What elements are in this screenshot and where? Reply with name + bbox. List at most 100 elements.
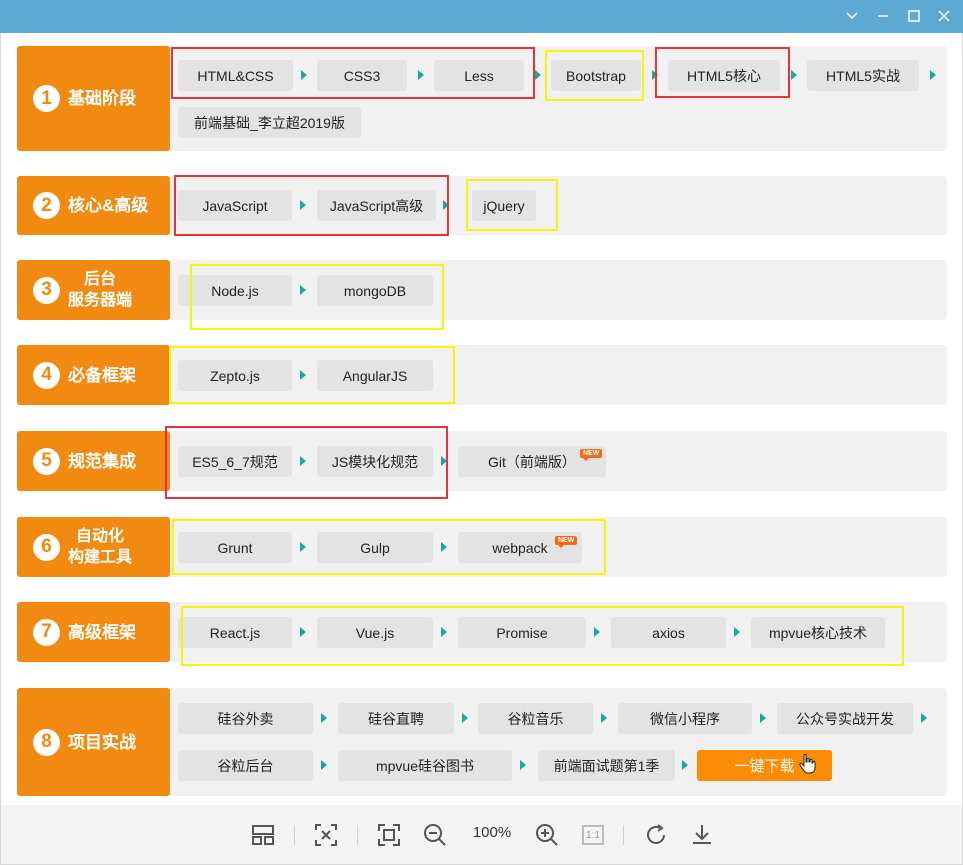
- arrow-icon: [321, 713, 327, 723]
- course-chip[interactable]: mongoDB: [317, 275, 433, 306]
- stage-title: 自动化 构建工具: [68, 526, 132, 568]
- project-chip[interactable]: 谷粒音乐: [478, 703, 593, 734]
- stage-3-label: 3 后台 服务器端: [17, 260, 170, 320]
- arrow-icon: [441, 627, 447, 637]
- layout-icon[interactable]: [249, 821, 277, 849]
- course-chip[interactable]: JavaScript高级: [317, 190, 436, 221]
- arrow-icon: [601, 713, 607, 723]
- minimize-button[interactable]: [871, 4, 895, 28]
- course-chip[interactable]: axios: [611, 617, 726, 648]
- course-chip[interactable]: 前端基础_李立超2019版: [178, 107, 361, 138]
- arrow-icon: [300, 627, 306, 637]
- arrow-icon: [652, 70, 658, 80]
- course-chip[interactable]: Promise: [458, 617, 586, 648]
- arrow-icon: [300, 370, 306, 380]
- arrow-icon: [760, 713, 766, 723]
- download-icon[interactable]: [688, 821, 716, 849]
- stage-title: 规范集成: [68, 451, 136, 471]
- zoom-in-icon[interactable]: [533, 821, 561, 849]
- stage-8-label: 8 项目实战: [17, 688, 170, 796]
- fullscreen-icon[interactable]: [375, 821, 403, 849]
- course-chip[interactable]: mpvue核心技术: [751, 617, 885, 648]
- project-chip[interactable]: 公众号实战开发: [777, 703, 913, 734]
- row-3-background: [17, 260, 947, 320]
- project-chip[interactable]: 微信小程序: [618, 703, 752, 734]
- stage-4-label: 4 必备框架: [17, 345, 170, 405]
- course-chip[interactable]: AngularJS: [317, 360, 433, 391]
- stage-title-line: 服务器端: [68, 292, 133, 309]
- course-chip[interactable]: Vue.js: [317, 617, 433, 648]
- stage-number: 5: [33, 447, 60, 475]
- fit-window-icon[interactable]: [312, 821, 340, 849]
- roadmap-content: [0, 33, 963, 805]
- arrow-icon: [301, 70, 307, 80]
- stage-2-label: 2 核心&高级: [17, 176, 170, 235]
- arrow-icon: [930, 70, 936, 80]
- stage-number: 8: [33, 728, 60, 756]
- course-chip[interactable]: CSS3: [317, 60, 407, 91]
- stage-7-label: 7 高级框架: [17, 602, 170, 662]
- toolbar-separator: [623, 825, 624, 845]
- close-button[interactable]: [932, 4, 956, 28]
- stage-title: 项目实战: [68, 732, 136, 752]
- chevron-down-icon[interactable]: [840, 4, 864, 28]
- stage-number: 1: [33, 85, 60, 112]
- toolbar-separator: [357, 825, 358, 845]
- arrow-icon: [300, 200, 306, 210]
- stage-number: 7: [33, 618, 60, 646]
- project-chip[interactable]: mpvue硅谷图书: [338, 750, 512, 781]
- course-chip[interactable]: React.js: [178, 617, 292, 648]
- arrow-icon: [594, 627, 600, 637]
- stage-title: 核心&高级: [68, 196, 149, 215]
- maximize-button[interactable]: [902, 4, 926, 28]
- course-chip[interactable]: Node.js: [178, 275, 292, 306]
- stage-title: 基础阶段: [68, 89, 136, 108]
- course-chip[interactable]: Less: [434, 60, 524, 91]
- zoom-out-icon[interactable]: [421, 821, 449, 849]
- arrow-icon: [791, 70, 797, 80]
- project-chip[interactable]: 前端面试题第1季: [538, 750, 675, 781]
- viewer-toolbar: 100% 1:1: [0, 805, 963, 865]
- arrow-icon: [921, 713, 927, 723]
- actual-size-icon[interactable]: 1:1: [579, 821, 607, 849]
- stage-number: 2: [33, 192, 60, 219]
- actual-size-label: 1:1: [582, 825, 604, 845]
- stage-6-label: 6 自动化 构建工具: [17, 517, 170, 577]
- stage-title-line: 构建工具: [68, 549, 133, 566]
- rotate-icon[interactable]: [642, 821, 670, 849]
- stage-title: 后台 服务器端: [68, 269, 132, 311]
- course-chip[interactable]: Gulp: [317, 532, 433, 563]
- stage-title: 高级框架: [68, 622, 136, 642]
- stage-number: 6: [33, 533, 60, 561]
- arrow-icon: [443, 200, 449, 210]
- course-chip[interactable]: jQuery: [472, 190, 536, 221]
- stage-title: 必备框架: [68, 365, 136, 385]
- arrow-icon: [300, 542, 306, 552]
- course-chip[interactable]: Zepto.js: [178, 360, 292, 391]
- arrow-icon: [462, 713, 468, 723]
- course-chip[interactable]: HTML5核心: [668, 60, 780, 91]
- zoom-level: 100%: [472, 824, 512, 841]
- course-chip[interactable]: Bootstrap: [551, 60, 641, 91]
- arrow-icon: [300, 285, 306, 295]
- arrow-icon: [441, 456, 447, 466]
- arrow-icon: [321, 760, 327, 770]
- toolbar-separator: [294, 825, 295, 845]
- stage-title-line: 后台: [84, 271, 117, 288]
- stage-number: 4: [33, 361, 60, 389]
- course-chip[interactable]: JavaScript: [178, 190, 292, 221]
- arrow-icon: [520, 760, 526, 770]
- course-chip[interactable]: HTML&CSS: [178, 60, 293, 91]
- project-chip[interactable]: 硅谷直聘: [338, 703, 454, 734]
- project-chip[interactable]: 硅谷外卖: [178, 703, 313, 734]
- arrow-icon: [734, 627, 740, 637]
- project-chip[interactable]: 谷粒后台: [178, 750, 313, 781]
- course-chip[interactable]: ES5_6_7规范: [178, 446, 292, 477]
- arrow-icon: [300, 456, 306, 466]
- course-chip[interactable]: JS模块化规范: [317, 446, 433, 477]
- new-badge: NEW: [555, 536, 578, 548]
- course-chip[interactable]: HTML5实战: [807, 60, 919, 91]
- stage-5-label: 5 规范集成: [17, 431, 170, 491]
- arrow-icon: [418, 70, 424, 80]
- course-chip[interactable]: Grunt: [178, 532, 292, 563]
